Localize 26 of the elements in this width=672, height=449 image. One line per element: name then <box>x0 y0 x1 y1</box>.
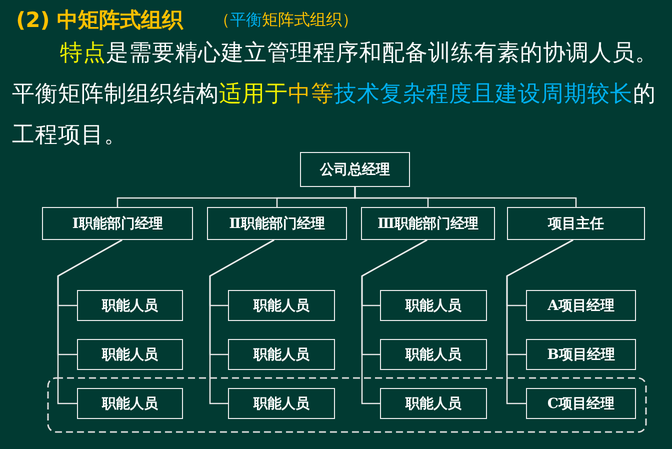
dashed-group-outline <box>47 377 647 433</box>
org-box: 职能人员 <box>380 339 487 370</box>
org-box: 公司总经理 <box>300 152 410 187</box>
org-box: 职能人员 <box>77 290 183 321</box>
connector-line <box>57 239 122 404</box>
org-box: Ⅰ职能部门经理 <box>42 207 193 240</box>
org-box: 职能人员 <box>228 339 335 370</box>
title: (2) 中矩阵式组织 <box>16 7 184 34</box>
org-box: Ⅲ职能部门经理 <box>361 207 495 240</box>
org-box: B项目经理 <box>526 339 636 370</box>
org-box: Ⅱ职能部门经理 <box>207 207 347 240</box>
org-box: 职能人员 <box>228 290 335 321</box>
connector-line <box>506 239 574 404</box>
org-box: 职能人员 <box>380 290 487 321</box>
description-paragraph: 特点是需要精心建立管理程序和配备训练有素的协调人员。平衡矩阵制组织结构适用于中等技术复杂程度且建设周期较长的工程项目。 <box>12 39 659 150</box>
connector-line <box>354 187 577 207</box>
org-box: 职能人员 <box>77 388 183 419</box>
org-box: C项目经理 <box>526 388 636 419</box>
org-box: 职能人员 <box>77 339 183 370</box>
org-box: 职能人员 <box>380 388 487 419</box>
org-box: 项目主任 <box>507 207 645 240</box>
connector-line <box>361 239 428 404</box>
org-box: A项目经理 <box>526 290 636 321</box>
connector-line <box>209 239 274 404</box>
org-box: 职能人员 <box>228 388 335 419</box>
subtitle: （平衡矩阵式组织） <box>214 10 358 31</box>
